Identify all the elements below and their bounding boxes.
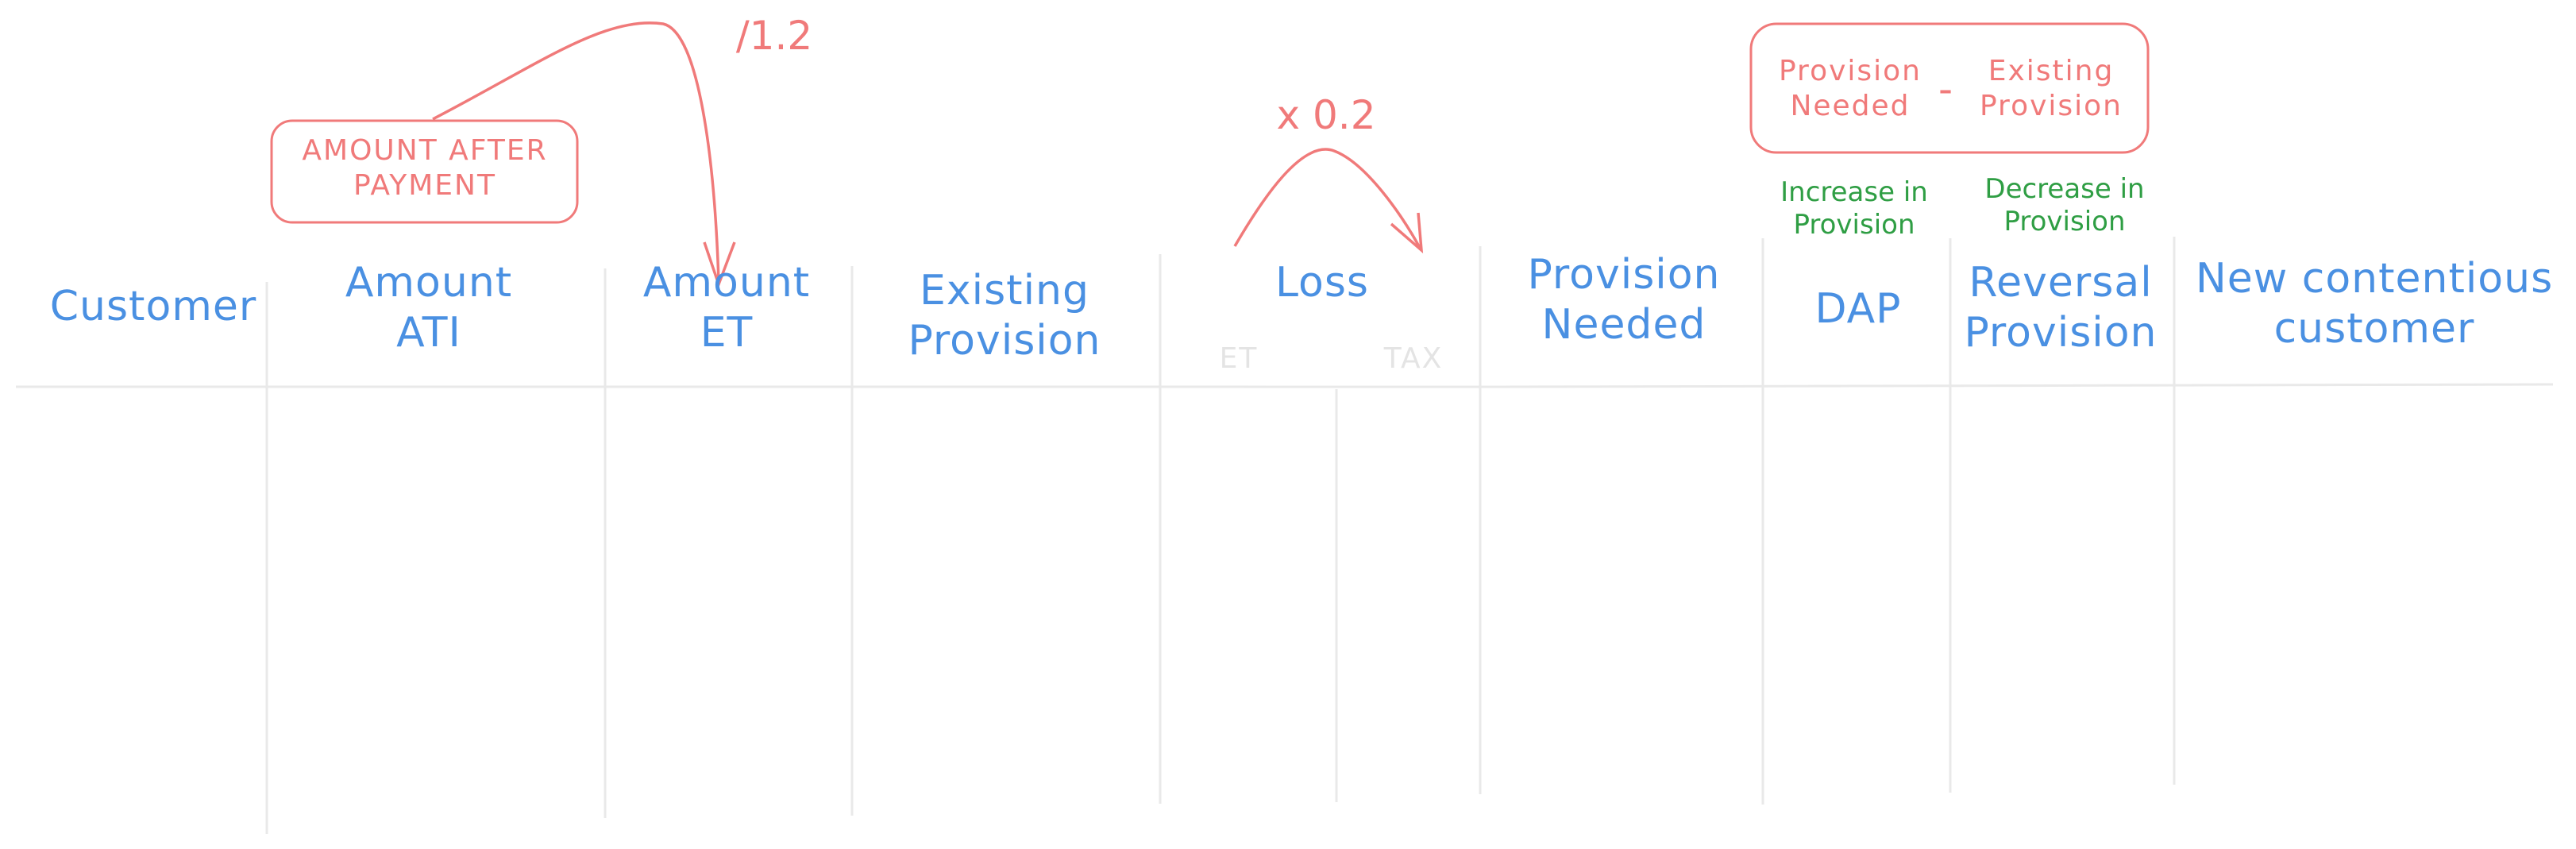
header-customer: Customer <box>49 283 257 330</box>
header-existing-provision: Existing Provision <box>908 267 1101 365</box>
header-amount-et: Amount ET <box>642 259 811 357</box>
divide-arrow <box>432 21 720 283</box>
header-amount-ati: Amount ATI <box>345 259 513 357</box>
formula-operator: - <box>1938 66 1953 112</box>
header-loss: Loss <box>1275 259 1370 307</box>
amount-after-payment-box <box>270 119 579 224</box>
formula-left: Provision Needed <box>1778 55 1922 122</box>
header-provision-needed: Provision Needed <box>1527 251 1721 349</box>
header-loss-et: ET <box>1219 342 1259 375</box>
increase-in-provision: Increase in Provision <box>1780 176 1928 241</box>
header-dap: DAP <box>1814 285 1902 333</box>
header-separator <box>15 383 2554 388</box>
formula-right: Existing Provision <box>1979 55 2123 122</box>
divide-arrowhead <box>703 241 736 289</box>
multiply-label: x 0.2 <box>1276 92 1376 138</box>
multiply-arrow <box>1233 148 1421 249</box>
header-reversal-provision: Reversal Provision <box>1964 259 2158 357</box>
header-loss-tax: TAX <box>1383 342 1444 375</box>
header-new-contentious-customer: New contentious customer <box>2195 255 2554 353</box>
decrease-in-provision: Decrease in Provision <box>1984 173 2145 238</box>
divide-label: /1.2 <box>735 13 813 59</box>
multiply-arrowhead <box>1390 212 1424 254</box>
formula-box <box>1749 22 2150 154</box>
amount-after-payment-label: AMOUNT AFTER PAYMENT <box>302 134 548 202</box>
